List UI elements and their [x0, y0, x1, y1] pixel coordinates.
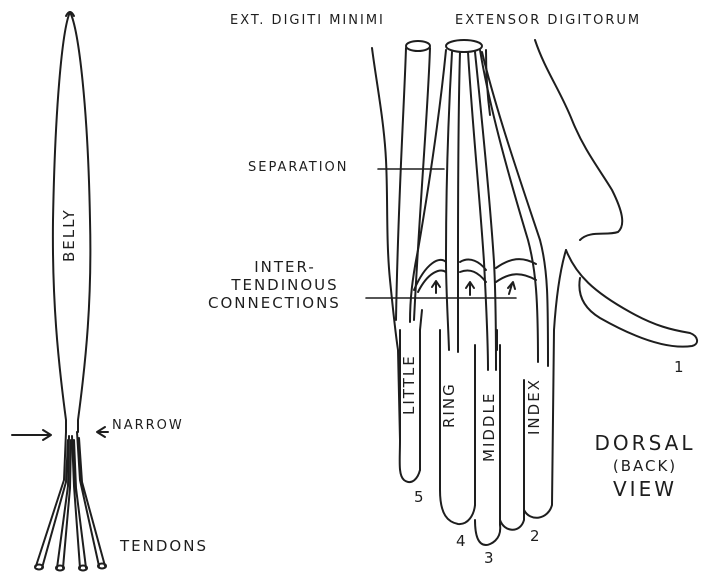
ext-digiti-minimi-label: EXT. DIGITI MINIMI — [230, 14, 385, 27]
intertendinous-label-3: CONNECTIONS — [208, 296, 341, 311]
view-label-view: VIEW — [590, 479, 700, 499]
digit-number-5: 5 — [414, 490, 424, 505]
hand-left-edge — [372, 48, 420, 482]
ed-tendon-ring — [446, 52, 452, 350]
finger-label-ring: RING — [442, 382, 457, 428]
tendons-drawing — [35, 432, 106, 571]
finger-label-middle: MIDDLE — [482, 392, 497, 462]
view-label-dorsal: DORSAL — [590, 433, 700, 453]
narrow-label: NARROW — [112, 419, 184, 432]
index-finger — [500, 380, 524, 530]
tendon-4 — [77, 432, 105, 566]
narrow-arrow-left — [12, 430, 51, 440]
view-label-back: (BACK) — [590, 459, 700, 474]
arrow-1 — [432, 281, 440, 293]
arrow-3 — [508, 282, 515, 294]
band-ring-middle — [460, 260, 486, 282]
ed-tendon-middle — [468, 52, 488, 370]
intertendinous-bands — [414, 259, 536, 295]
ring-finger-inner — [420, 310, 422, 330]
tendons-label: TENDONS — [120, 539, 208, 554]
band-little-ring — [414, 260, 446, 292]
separation-label: SEPARATION — [248, 161, 349, 174]
extensor-digitorum-label: EXTENSOR DIGITORUM — [455, 14, 641, 27]
thumb — [566, 250, 697, 347]
arrow-2 — [466, 282, 474, 295]
ed-tendon-middle-2 — [475, 52, 496, 370]
ed-tendon-ring-2 — [458, 52, 460, 352]
narrow-arrows — [12, 427, 108, 440]
band-middle-index — [496, 259, 536, 282]
extensor-digitorum-stump — [446, 40, 482, 52]
narrow-arrow-right — [97, 427, 108, 437]
finger-label-little: LITTLE — [402, 354, 417, 415]
intertendinous-label-2: TENDINOUS — [205, 278, 365, 293]
digit-number-1: 1 — [674, 360, 684, 375]
digit-number-4: 4 — [456, 534, 466, 549]
digit-number-2: 2 — [530, 529, 540, 544]
ext-digiti-minimi-stump — [406, 41, 430, 51]
tendon-1 — [36, 432, 68, 568]
muscle-tendons-hand — [396, 40, 548, 370]
finger-label-index: INDEX — [527, 378, 542, 435]
tendon-2 — [57, 436, 71, 568]
hand-right-edge — [535, 40, 622, 240]
belly-label: BELLY — [62, 208, 77, 262]
intertendinous-label-1: INTER- — [205, 260, 365, 275]
digit-number-3: 3 — [484, 551, 494, 566]
